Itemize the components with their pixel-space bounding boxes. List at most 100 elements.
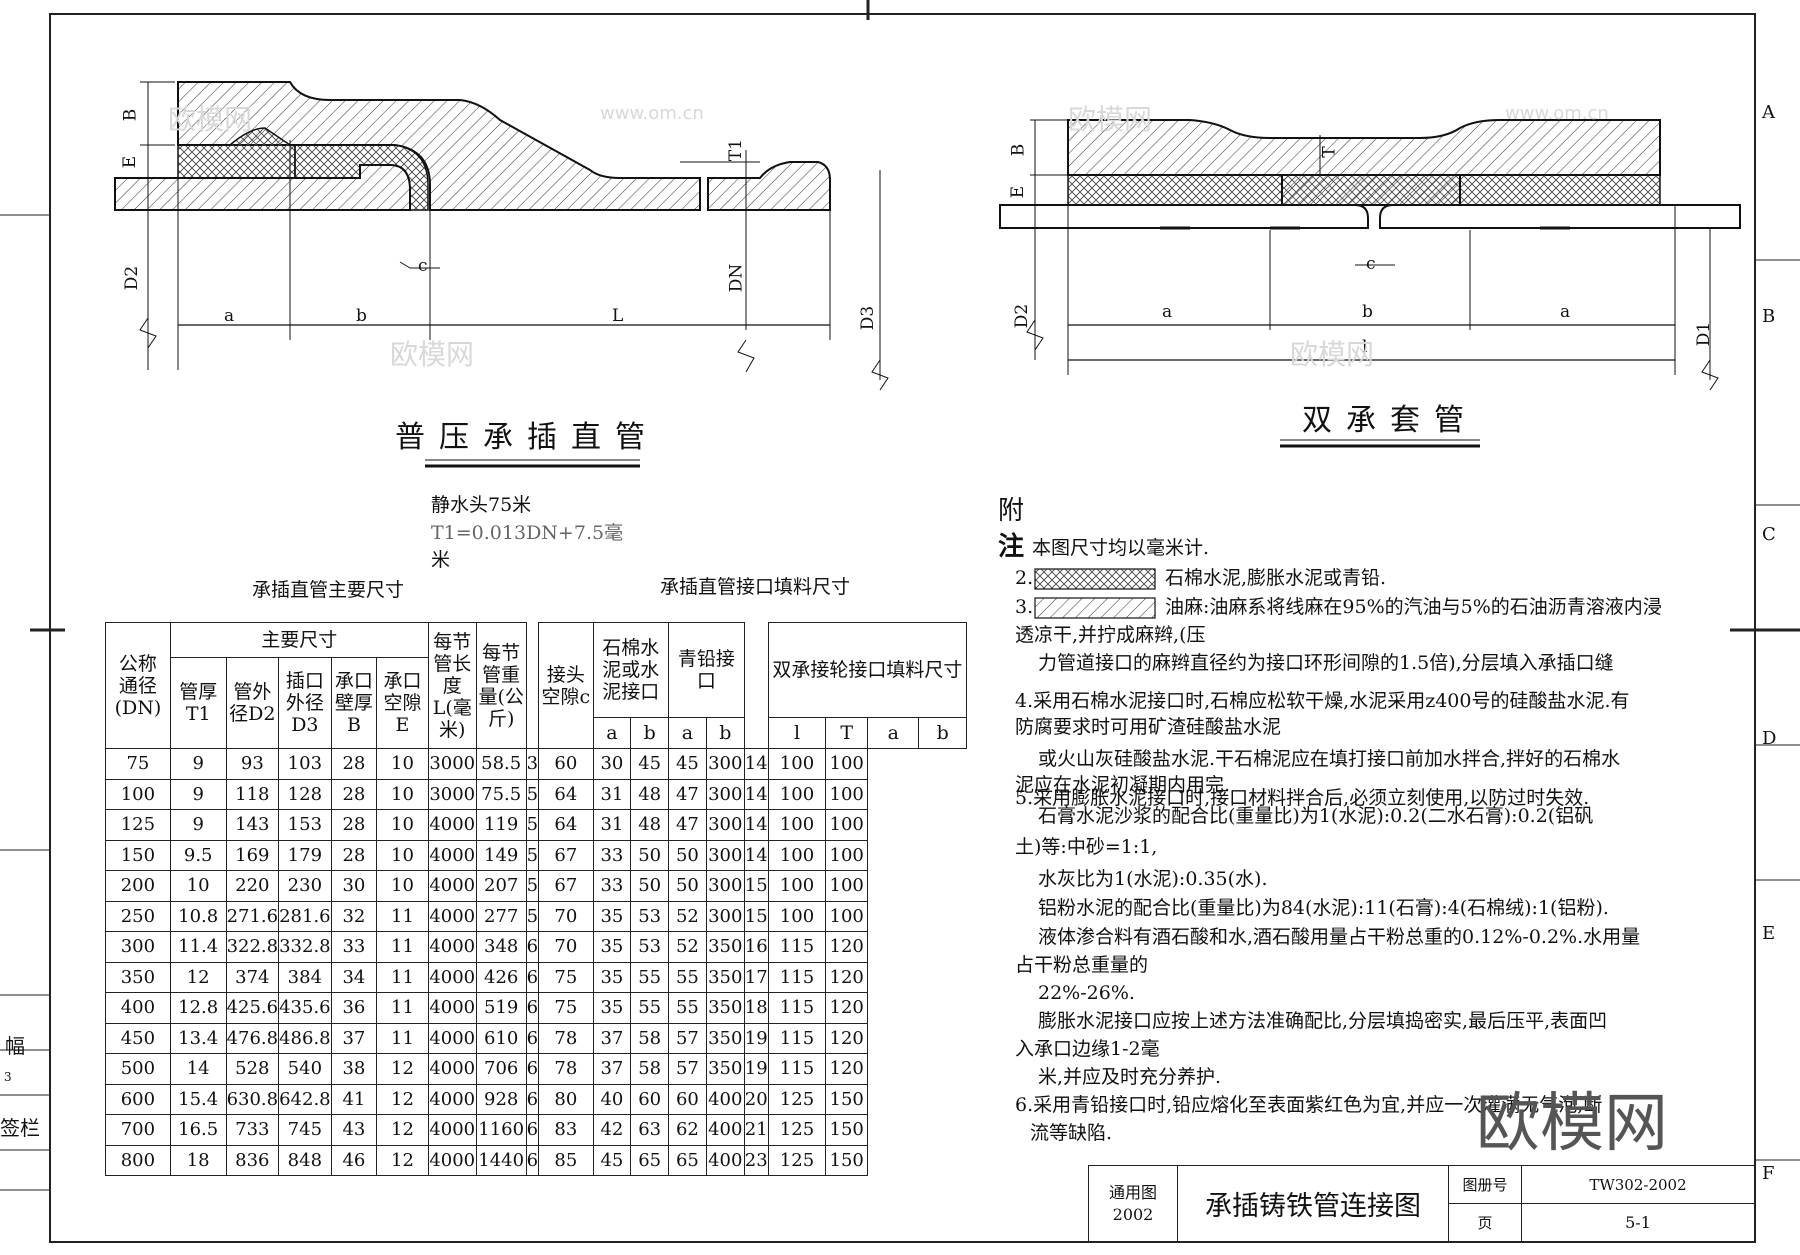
table-cell: 48: [630, 778, 670, 810]
table-cell: 200: [105, 870, 171, 902]
table-cell: 125: [105, 809, 171, 841]
table-cell: 6: [525, 961, 540, 993]
table-cell: 4000: [427, 931, 477, 963]
table-cell: 23: [743, 1144, 769, 1176]
general-label: 通用图: [1108, 1182, 1157, 1202]
table-cell: 15: [743, 900, 769, 932]
table-cell: 1440: [475, 1144, 527, 1176]
table-cell: 100: [767, 778, 827, 810]
header-t1: 管厚T1: [169, 657, 227, 749]
table-cell: 50: [630, 870, 670, 902]
table-cell: 38: [330, 1053, 378, 1085]
table-cell: 100: [825, 778, 869, 810]
note-5i: 膨胀水泥接口应按上述方法准确配比,分层填捣密实,最后压平,表面凹: [1038, 1010, 1608, 1032]
sub-header-cell: a: [668, 717, 707, 749]
table-cell: 14: [743, 809, 769, 841]
table-cell: 486.8: [278, 1022, 332, 1054]
note-5j: 入承口边缘1-2毫: [1015, 1038, 1160, 1060]
table-cell: 400: [705, 1144, 745, 1176]
left-pipe-drawing: [114, 81, 889, 468]
right-pipe-drawing: [999, 119, 1741, 448]
table-cell: 75: [538, 961, 594, 993]
table-cell: 100: [767, 809, 827, 841]
table-cell: 103: [278, 748, 332, 780]
table-cell: 50: [668, 839, 707, 871]
table-cell: 642.8: [278, 1083, 332, 1115]
label-T: T: [1319, 146, 1340, 158]
note-5k: 米,并应及时充分养护.: [1038, 1066, 1222, 1088]
note-5c: 土)等:中砂=1:1,: [1015, 836, 1158, 858]
table-cell: 125: [767, 1114, 827, 1146]
table-cell: 34: [330, 961, 378, 993]
table-cell: 3000: [427, 748, 477, 780]
table-cell: 332.8: [278, 931, 332, 963]
table-cell: 11: [376, 900, 429, 932]
table-cell: 6: [525, 1022, 540, 1054]
table-cell: 348: [475, 931, 527, 963]
label-l-right: l: [1362, 337, 1368, 357]
table-cell: 600: [105, 1083, 171, 1115]
table-cell: 45: [630, 748, 670, 780]
label-B-right: B: [1008, 143, 1029, 157]
margin-text-2: 3: [4, 1070, 12, 1084]
note-3-index: 3.: [1015, 596, 1034, 618]
table-cell: 800: [105, 1144, 171, 1176]
table-cell: 120: [825, 961, 869, 993]
table-cell: 425.6: [225, 992, 280, 1024]
table-cell: 9.5: [169, 839, 227, 871]
table-cell: 11: [376, 1022, 429, 1054]
table-cell: 271.6: [225, 900, 280, 932]
table-cell: 58: [630, 1053, 670, 1085]
table-cell: 14: [743, 839, 769, 871]
table-cell: 37: [592, 1022, 632, 1054]
table-cell: 55: [668, 961, 707, 993]
header-e: 承口空隙E: [376, 657, 429, 749]
table-cell: 100: [825, 900, 869, 932]
page-number: 5-1: [1521, 1203, 1755, 1242]
table-cell: 848: [278, 1144, 332, 1176]
table-cell: 19: [743, 1022, 769, 1054]
table-cell: 100: [767, 839, 827, 871]
table-cell: 836: [225, 1144, 280, 1176]
table-cell: 35: [592, 992, 632, 1024]
table-cell: 45: [592, 1144, 632, 1176]
table-cell: 4000: [427, 839, 477, 871]
watermark-logo: 欧模网: [168, 103, 253, 136]
table-cell: 28: [330, 778, 378, 810]
table-cell: 4000: [427, 961, 477, 993]
table-cell: 3: [525, 748, 540, 780]
header-d2: 管外径D2: [225, 657, 280, 749]
table-cell: 300: [705, 809, 745, 841]
table-cell: 21: [743, 1114, 769, 1146]
table-cell: 350: [705, 992, 745, 1024]
table-cell: 115: [767, 961, 827, 993]
table-cell: 32: [330, 900, 378, 932]
label-b-left: b: [356, 306, 367, 326]
table-cell: 12: [376, 1114, 429, 1146]
margin-text-3: 签栏: [0, 1116, 40, 1140]
table-cell: 100: [767, 900, 827, 932]
table-cell: 150: [825, 1083, 869, 1115]
table-cell: 75.5: [475, 778, 527, 810]
table-cell: 28: [330, 809, 378, 841]
table-cell: 18: [169, 1144, 227, 1176]
table-cell: 65: [630, 1144, 670, 1176]
table-cell: 300: [705, 748, 745, 780]
spec-line-1: 静水头75米: [431, 494, 532, 516]
note-3c: 力管道接口的麻辫直径约为接口环形间隙的1.5倍),分层填入承插口缝: [1038, 652, 1614, 674]
table-cell: 35: [592, 931, 632, 963]
table-cell: 58: [630, 1022, 670, 1054]
table-cell: 928: [475, 1083, 527, 1115]
note-5b: 石膏水泥沙浆的配合比(重量比)为1(水泥):0.2(二水石膏):0.2(铝矾: [1038, 805, 1594, 827]
table-cell: 55: [630, 961, 670, 993]
zone-letter-f: F: [1762, 1163, 1775, 1184]
drawing-title: 承插铸铁管连接图: [1177, 1165, 1449, 1242]
table-cell: 100: [825, 839, 869, 871]
header-weight: 每节管重量(公斤): [475, 622, 527, 749]
table-cell: 36: [330, 992, 378, 1024]
table-cell: 119: [475, 809, 527, 841]
